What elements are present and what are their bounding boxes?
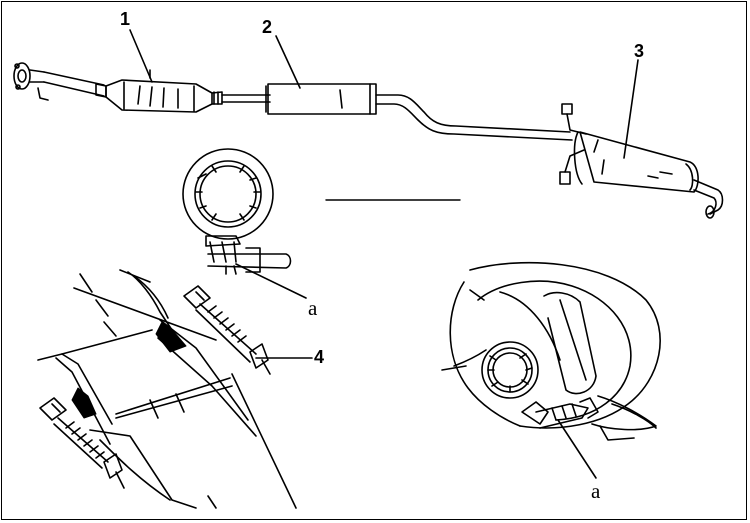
callout-2-leader (275, 35, 301, 89)
center-muffler (265, 83, 377, 115)
clamp-bolt-lower (39, 397, 125, 489)
callout-a-leader-top (235, 263, 307, 299)
rear-hanger (559, 103, 587, 185)
catalytic-converter (105, 69, 213, 113)
callout-1-label: 1 (120, 9, 131, 29)
clamp-ring-detail (182, 148, 292, 275)
callout-4-label: 4 (314, 347, 325, 367)
tail-pipe (693, 179, 724, 219)
front-pipe (43, 71, 107, 98)
callout-3-label: 3 (634, 41, 645, 61)
callout-a-bottom-label: a (591, 479, 601, 503)
rear-assembly-detail (441, 261, 661, 441)
callout-a-leader-bottom (557, 419, 597, 479)
callout-3-leader (623, 59, 639, 159)
callout-2-label: 2 (262, 17, 273, 37)
callout-a-top-label: a (308, 296, 318, 320)
joint-section-detail (37, 269, 297, 509)
rear-pipe (375, 94, 573, 141)
intermediate-pipe (211, 91, 271, 105)
rear-muffler (573, 131, 699, 193)
clamp-bolt-upper (183, 285, 271, 375)
callout-1-leader (129, 29, 153, 83)
front-flange (13, 62, 49, 101)
